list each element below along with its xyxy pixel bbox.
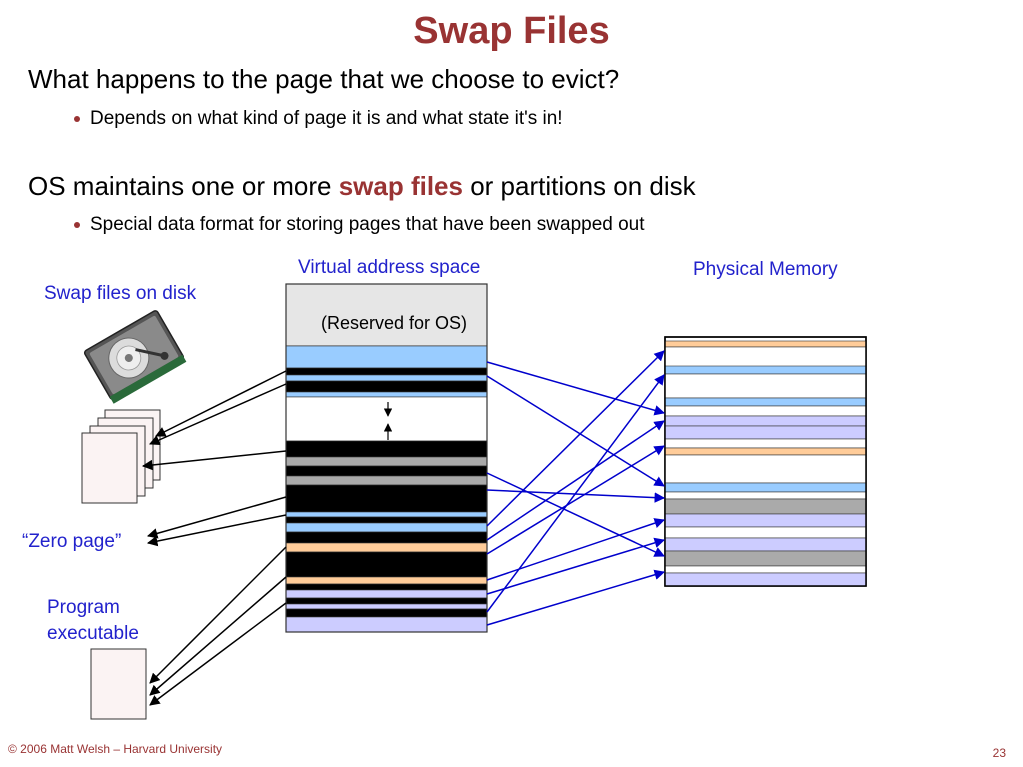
sub-bullet-2-text: Special data format for storing pages th… [90,214,645,235]
virtual-page [285,583,488,591]
swap-files-on-disk-label: Swap files on disk [44,283,197,304]
bullet-point-2-pre: OS maintains one or more [28,171,339,201]
virtual-page [285,608,488,618]
reserved-for-os-label: (Reserved for OS) [321,313,467,333]
bullet-dot-icon [74,222,80,228]
virtual-page [285,511,488,518]
footer-page-number: 23 [993,746,1007,760]
physical-frame [664,438,867,449]
slide-title: Swap Files [413,10,610,52]
physical-frame [664,365,867,375]
virtual-page [285,522,488,533]
mapping-arrow [486,350,665,527]
physical-frame [664,513,867,528]
swap-arrows [141,370,287,706]
swap-out-arrow [146,496,287,539]
virtual-page [285,475,488,486]
physical-frame [664,454,867,484]
mapping-arrow [486,472,665,557]
virtual-address-space: (Reserved for OS) [285,283,488,633]
footer-copyright: © 2006 Matt Welsh – Harvard University [8,742,222,756]
virtual-page [285,396,488,442]
mapping-arrow [486,420,665,541]
virtual-page [285,440,488,458]
virtual-page [285,367,488,376]
virtual-page [285,374,488,382]
virtual-page [285,484,488,513]
bullet-point-2-post: or partitions on disk [462,171,696,201]
swap-out-arrow [149,576,287,696]
virtual-page [285,516,488,524]
zero-page-label: “Zero page” [22,531,121,552]
virtual-page [285,531,488,544]
sub-bullet-1: Depends on what kind of page it is and w… [74,108,563,130]
physical-frame [664,373,867,399]
program-label-line1: Program [47,597,120,618]
sub-bullet-1-text: Depends on what kind of page it is and w… [90,108,563,129]
virtual-page [285,345,488,369]
mapping-arrow [486,361,666,416]
virtual-page [285,603,488,610]
virtual-address-space-label: Virtual address space [298,257,480,278]
swap-out-arrow [149,383,287,445]
virtual-page [285,465,488,477]
physical-frame [664,415,867,427]
physical-frame [664,447,867,456]
physical-frame [664,498,867,515]
swap-out-arrow [149,546,287,684]
virtual-page [285,597,488,605]
mapping-arrows [486,350,666,626]
bullet-dot-icon [74,116,80,122]
swap-out-arrow [155,370,287,437]
physical-frame [664,537,867,552]
virtual-page [285,589,488,599]
physical-frame [664,397,867,407]
physical-frame [664,340,867,348]
physical-frame [664,491,867,500]
hard-disk-icon [83,310,187,404]
swap-file-pages [81,409,161,504]
physical-memory-label: Physical Memory [693,259,838,280]
mapping-arrow [486,518,665,581]
virtual-page [285,576,488,585]
swap-out-arrow [149,602,287,706]
mapping-arrow [486,569,666,626]
program-label-line2: executable [47,623,139,644]
physical-frame [664,346,867,368]
mapping-arrow [486,445,665,555]
physical-frame [664,550,867,567]
program-executable-page [90,648,147,720]
physical-frame [664,526,867,539]
virtual-page [285,456,488,467]
swap-out-arrow [146,514,287,547]
bullet-point-2: OS maintains one or more swap files or p… [28,171,696,202]
mapping-arrow [486,375,665,487]
virtual-page [285,542,488,553]
swap-files-highlight: swap files [338,171,463,201]
virtual-page [285,551,488,578]
virtual-page [285,616,488,633]
sub-bullet-2: Special data format for storing pages th… [74,214,645,236]
virtual-page [285,391,488,398]
physical-frame [664,482,867,493]
physical-frame [664,405,867,417]
virtual-page [285,380,488,393]
physical-frame [664,565,867,574]
mapping-arrow [486,537,666,595]
swap-out-arrow [141,450,287,471]
physical-frame [664,572,867,587]
bullet-point-1: What happens to the page that we choose … [28,64,620,94]
physical-memory [664,336,867,587]
physical-frame [664,425,867,440]
mapping-arrow [486,374,665,613]
